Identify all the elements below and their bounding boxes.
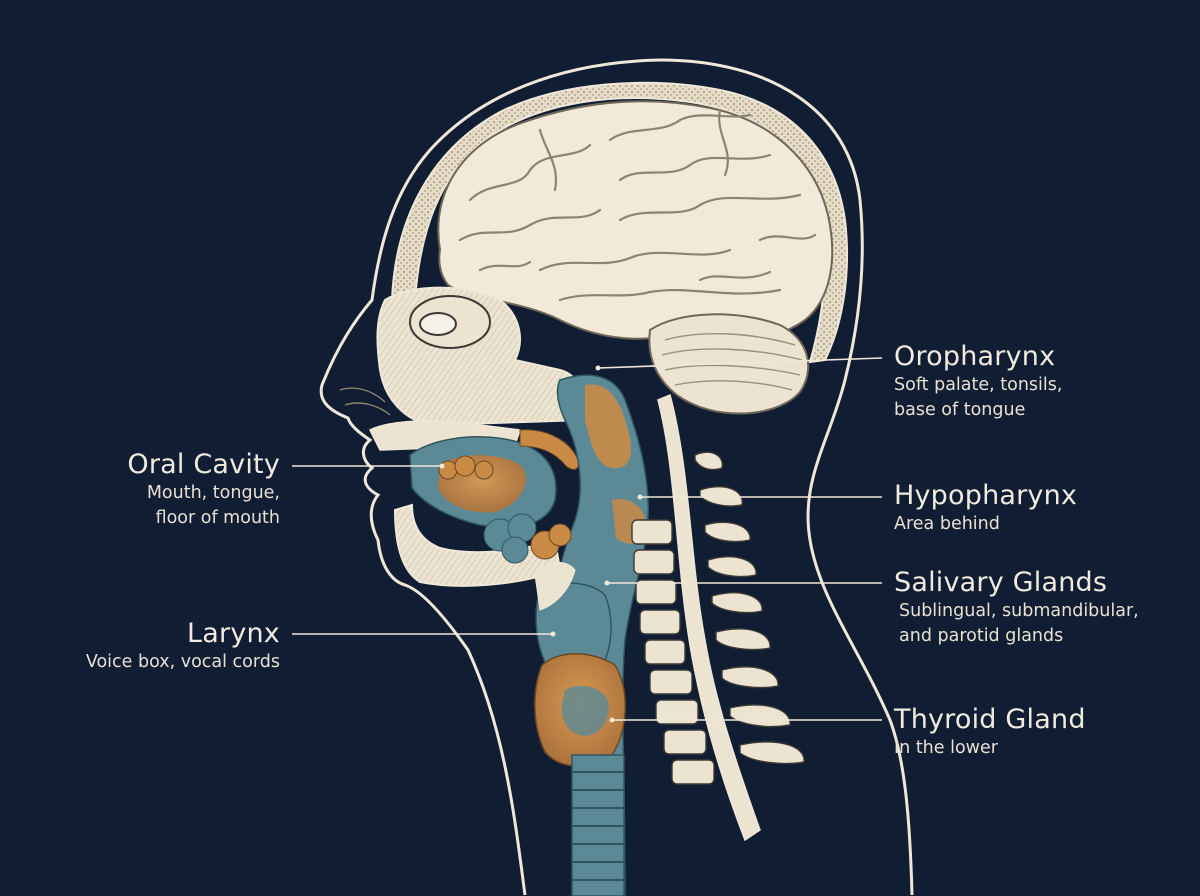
label-salivary-glands: Salivary Glands Sublingual, submandibula… bbox=[894, 567, 1194, 649]
salivary-glands-desc-line-1: Sublingual, submandibular, bbox=[899, 601, 1139, 621]
oral-cavity-desc-line-1: Mouth, tongue, bbox=[146, 483, 280, 503]
oral-cavity-desc-line-2: floor of mouth bbox=[155, 508, 280, 528]
label-hypopharynx: Hypopharynx Area behind bbox=[894, 480, 1194, 537]
thyroid-isthmus bbox=[561, 685, 609, 736]
vertebrae bbox=[631, 519, 715, 785]
nostril-lines bbox=[339, 387, 391, 416]
brain-folds bbox=[458, 108, 817, 302]
larynx-desc-line-1: Voice box, vocal cords bbox=[85, 652, 280, 672]
label-larynx: Larynx Voice box, vocal cords bbox=[40, 618, 280, 675]
head-profile-outline bbox=[319, 58, 914, 896]
spinous-processes bbox=[694, 451, 805, 765]
spinal-canal bbox=[657, 393, 761, 842]
soft-palate bbox=[519, 429, 579, 470]
salivary-glands-desc-line-2: and parotid glands bbox=[899, 626, 1064, 646]
hypopharynx-title: Hypopharynx bbox=[894, 480, 1078, 511]
trachea bbox=[571, 754, 625, 896]
salivary-glands-title: Salivary Glands bbox=[894, 567, 1108, 598]
oropharynx-tissue bbox=[585, 384, 632, 469]
submandibular-gland bbox=[483, 513, 572, 564]
brain bbox=[437, 100, 834, 342]
leader-oropharynx bbox=[597, 357, 883, 369]
label-oropharynx: Oropharynx Soft palate, tonsils, base of… bbox=[894, 341, 1194, 423]
oropharynx-desc-line-2: base of tongue bbox=[894, 400, 1026, 420]
cerebellum-lines bbox=[661, 332, 803, 391]
oral-cavity-title: Oral Cavity bbox=[127, 449, 280, 480]
thyroid-gland-desc-line-1: In the lower bbox=[894, 738, 998, 758]
label-oral-cavity: Oral Cavity Mouth, tongue, floor of mout… bbox=[40, 449, 280, 531]
eye bbox=[419, 312, 457, 336]
label-thyroid-gland: Thyroid Gland In the lower bbox=[894, 704, 1194, 761]
oropharynx-title: Oropharynx bbox=[894, 341, 1056, 372]
oropharynx-desc-line-1: Soft palate, tonsils, bbox=[894, 375, 1063, 395]
leader-dots bbox=[439, 365, 643, 723]
epiglottis bbox=[534, 561, 576, 611]
leader-lines bbox=[292, 357, 883, 721]
thyroid-gland-title: Thyroid Gland bbox=[894, 704, 1086, 735]
larynx-title: Larynx bbox=[187, 618, 280, 649]
hypopharynx-desc-line-1: Area behind bbox=[894, 514, 1000, 534]
